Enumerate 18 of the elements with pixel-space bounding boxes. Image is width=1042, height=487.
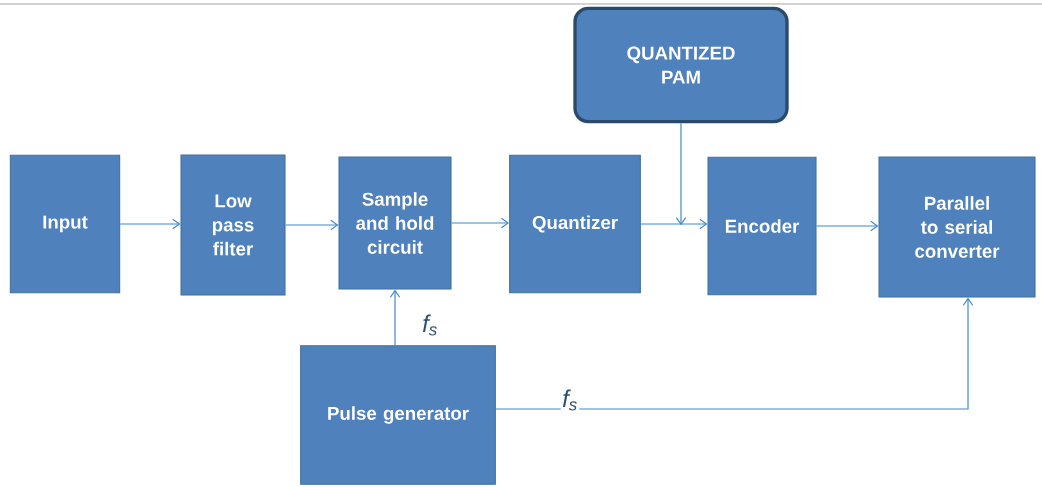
process-box: Pulse generator bbox=[300, 345, 496, 485]
edge-label: f$_{s}$ bbox=[560, 388, 580, 412]
process-box: Sample and hold circuit bbox=[338, 156, 452, 290]
arrow bbox=[495, 297, 974, 410]
arrow bbox=[119, 218, 181, 230]
process-box: Parallel to serial converter bbox=[878, 156, 1036, 298]
arrow bbox=[640, 218, 708, 230]
arrow bbox=[815, 220, 879, 232]
arrow bbox=[389, 289, 401, 346]
edge-label: f$_{s}$ bbox=[420, 313, 440, 337]
process-box: Quantizer bbox=[509, 154, 641, 294]
process-box: Low pass filter bbox=[180, 154, 286, 296]
process-box: Input bbox=[9, 154, 121, 294]
arrow bbox=[450, 217, 510, 229]
arrow bbox=[284, 219, 339, 231]
process-box: Encoder bbox=[707, 156, 817, 296]
rounded-box: QUANTIZED PAM bbox=[573, 6, 789, 124]
arrow bbox=[675, 122, 687, 226]
